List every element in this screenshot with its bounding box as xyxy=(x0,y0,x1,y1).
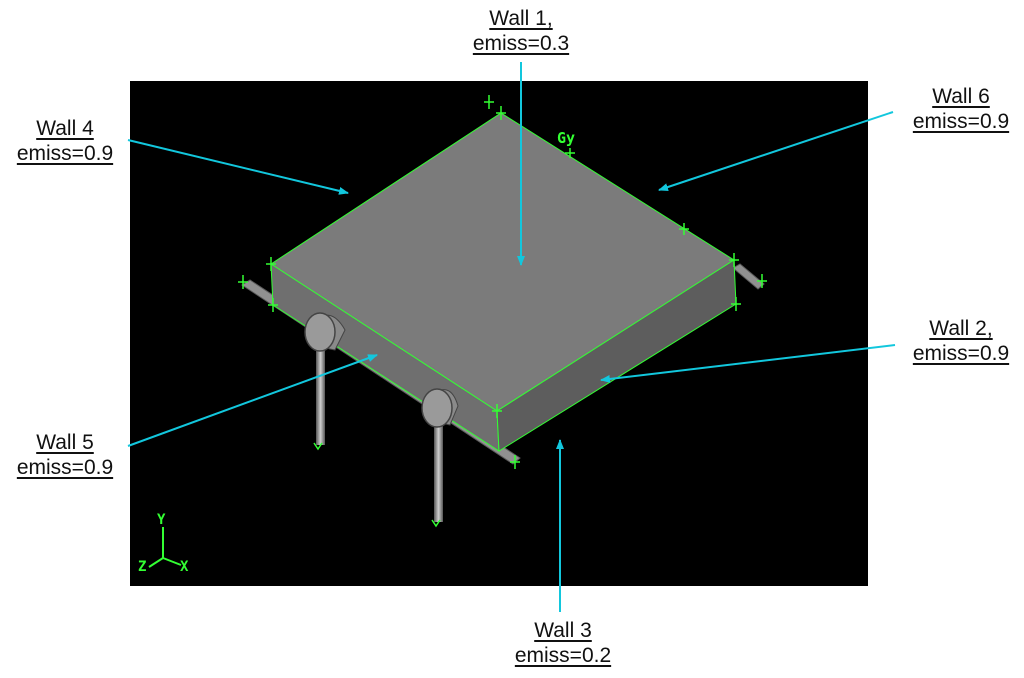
axis-triad: Y X Z xyxy=(138,512,189,575)
wall-5-name: Wall 5 xyxy=(36,431,94,454)
axis-z-label: Z xyxy=(138,559,146,575)
port-cylinder-right xyxy=(421,388,459,428)
axis-x-label: X xyxy=(180,559,189,575)
wall-1-label: Wall 1, emiss=0.3 xyxy=(446,6,596,56)
wall-1-emissivity: emiss=0.3 xyxy=(472,32,570,55)
wall-4-emissivity: emiss=0.9 xyxy=(16,142,114,165)
wall-2-name: Wall 2, xyxy=(929,317,993,340)
wall-6-label: Wall 6 emiss=0.9 xyxy=(886,84,1024,134)
wall-2-label: Wall 2, emiss=0.9 xyxy=(886,316,1024,366)
wall-3-emissivity: emiss=0.2 xyxy=(514,644,612,667)
annotation-arrows xyxy=(127,62,896,612)
mesh-node-markers xyxy=(238,95,767,469)
enclosure-model: Gy xyxy=(238,95,767,528)
wall-5-label: Wall 5 emiss=0.9 xyxy=(0,430,140,480)
wall-4-name: Wall 4 xyxy=(36,117,94,140)
wall-3-name: Wall 3 xyxy=(534,619,592,642)
wall-1-name: Wall 1, xyxy=(489,7,553,30)
axis-y-label: Y xyxy=(157,512,166,528)
arrow-wall-2 xyxy=(600,344,896,383)
wall-4-label: Wall 4 emiss=0.9 xyxy=(0,116,140,166)
arrow-wall-6 xyxy=(658,111,894,191)
wall-6-emissivity: emiss=0.9 xyxy=(912,110,1010,133)
wall-6-name: Wall 6 xyxy=(932,85,990,108)
side-rail-right xyxy=(732,263,765,290)
wall-5-emissivity: emiss=0.9 xyxy=(16,456,114,479)
arrow-wall-5 xyxy=(127,354,378,447)
wall-3-label: Wall 3 emiss=0.2 xyxy=(488,618,638,668)
wall-2-emissivity: emiss=0.9 xyxy=(912,342,1010,365)
arrow-wall-4 xyxy=(127,139,349,195)
port-cylinder-left xyxy=(304,312,346,352)
support-leg-left xyxy=(316,345,325,445)
gravity-axis-label: Gy xyxy=(557,129,575,147)
support-leg-right xyxy=(434,420,443,522)
